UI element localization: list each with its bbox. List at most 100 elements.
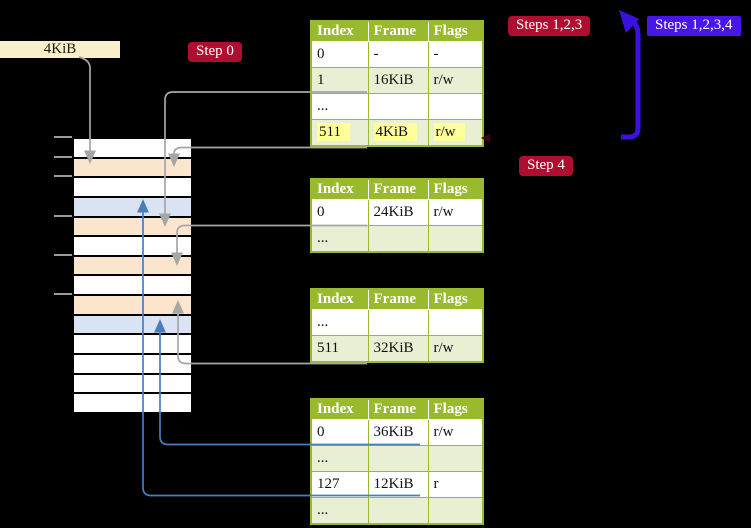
arrow-t1row511-to-memory	[168, 146, 367, 168]
table-header-cell: Index	[311, 179, 368, 200]
memory-frame-row-blue	[74, 197, 191, 218]
table-row: ...	[310, 445, 484, 472]
table-cell: r	[427, 471, 484, 498]
memory-frame-row-white	[74, 237, 191, 257]
table-cell: ...	[310, 497, 369, 524]
table-cell	[427, 445, 484, 472]
table-cell: 511	[310, 335, 369, 362]
table-header-cell: Index	[311, 21, 368, 42]
table-cell	[427, 309, 484, 336]
table-cell: 1	[310, 67, 369, 94]
table-cell: ...	[310, 309, 369, 336]
memory-frame-row-white	[74, 178, 191, 198]
table-header-cell: Flags	[427, 289, 483, 310]
table-cell: -	[367, 41, 429, 68]
memory-frame-row-blue	[74, 315, 191, 336]
table-cell	[367, 497, 429, 524]
table-cell: 12KiB	[367, 471, 429, 498]
table-cell: r/w	[427, 119, 484, 146]
table-cell: 24KiB	[367, 199, 429, 226]
step0-badge: Step 0	[188, 42, 242, 62]
table-cell: ...	[310, 445, 369, 472]
table-row: 0--	[310, 41, 484, 68]
table-cell	[367, 309, 429, 336]
table-cell	[427, 225, 484, 252]
table-cell: r/w	[427, 67, 484, 94]
table-header-cell: Flags	[427, 21, 483, 42]
memory-frame-row-white	[74, 355, 191, 375]
memory-frame-row-white	[74, 394, 191, 412]
table-header-cell: Flags	[427, 399, 483, 420]
memory-tick	[54, 293, 72, 295]
table-cell: 4KiB	[367, 119, 429, 146]
table-cell: 127	[310, 471, 369, 498]
violet-loop-arrow-shaft	[621, 18, 641, 140]
memory-tick	[54, 254, 72, 256]
table-header-cell: Index	[311, 289, 368, 310]
table-row: ...	[310, 497, 484, 524]
table-cell: ...	[310, 225, 369, 252]
violet-loop-arrowhead	[619, 10, 639, 33]
step4-badge: Step 4	[519, 156, 573, 176]
table-cell: 0	[310, 199, 369, 226]
memory-frame-row-white	[74, 374, 191, 395]
memory-frame-row-peach	[74, 256, 191, 277]
memory-tick	[54, 175, 72, 177]
table-row: 511 4KiB r/w	[310, 119, 484, 146]
table-header-cell: Frame	[367, 21, 428, 42]
steps1234-badge: Steps 1,2,3,4	[647, 16, 741, 36]
steps123-badge: Steps 1,2,3	[508, 16, 591, 36]
table-cell: -	[427, 41, 484, 68]
highlighted-value: 4KiB	[373, 122, 418, 141]
table-header-cell: Index	[311, 399, 368, 420]
table-cell: 0	[310, 419, 369, 446]
table-header-cell: Flags	[427, 179, 483, 200]
memory-frame-row-peach	[74, 158, 191, 179]
table-cell: 0	[310, 41, 369, 68]
table-header-cell: Frame	[367, 399, 428, 420]
highlighted-value: 511	[317, 122, 350, 141]
table-cell: 511	[310, 119, 369, 146]
table-header-cell: Frame	[367, 289, 428, 310]
table-row: ...	[310, 93, 484, 120]
memory-tick	[54, 156, 72, 158]
physical-memory-strip	[72, 137, 193, 414]
page-size-label: 4KiB	[0, 41, 120, 58]
table-cell: 32KiB	[367, 335, 429, 362]
table-header-cell: Frame	[367, 179, 428, 200]
memory-frame-row-peach	[74, 296, 191, 316]
table-cell	[427, 497, 484, 524]
memory-frame-row-white	[74, 335, 191, 356]
table-cell: r/w	[427, 199, 484, 226]
memory-tick	[54, 136, 72, 138]
memory-frame-row-white	[74, 276, 191, 297]
table-cell: r/w	[427, 419, 484, 446]
table-cell	[427, 93, 484, 120]
highlighted-value: r/w	[433, 122, 465, 141]
table-cell: r/w	[427, 335, 484, 362]
memory-tick	[54, 215, 72, 217]
table-row: ...	[310, 309, 484, 336]
table-row: ...	[310, 225, 484, 252]
memory-frame-row-peach	[74, 217, 191, 238]
table-cell: 36KiB	[367, 419, 429, 446]
table-cell	[367, 225, 429, 252]
memory-frame-row-white	[74, 139, 191, 159]
table-cell: 16KiB	[367, 67, 429, 94]
table-cell	[367, 445, 429, 472]
table-cell: ...	[310, 93, 369, 120]
table-cell	[367, 93, 429, 120]
